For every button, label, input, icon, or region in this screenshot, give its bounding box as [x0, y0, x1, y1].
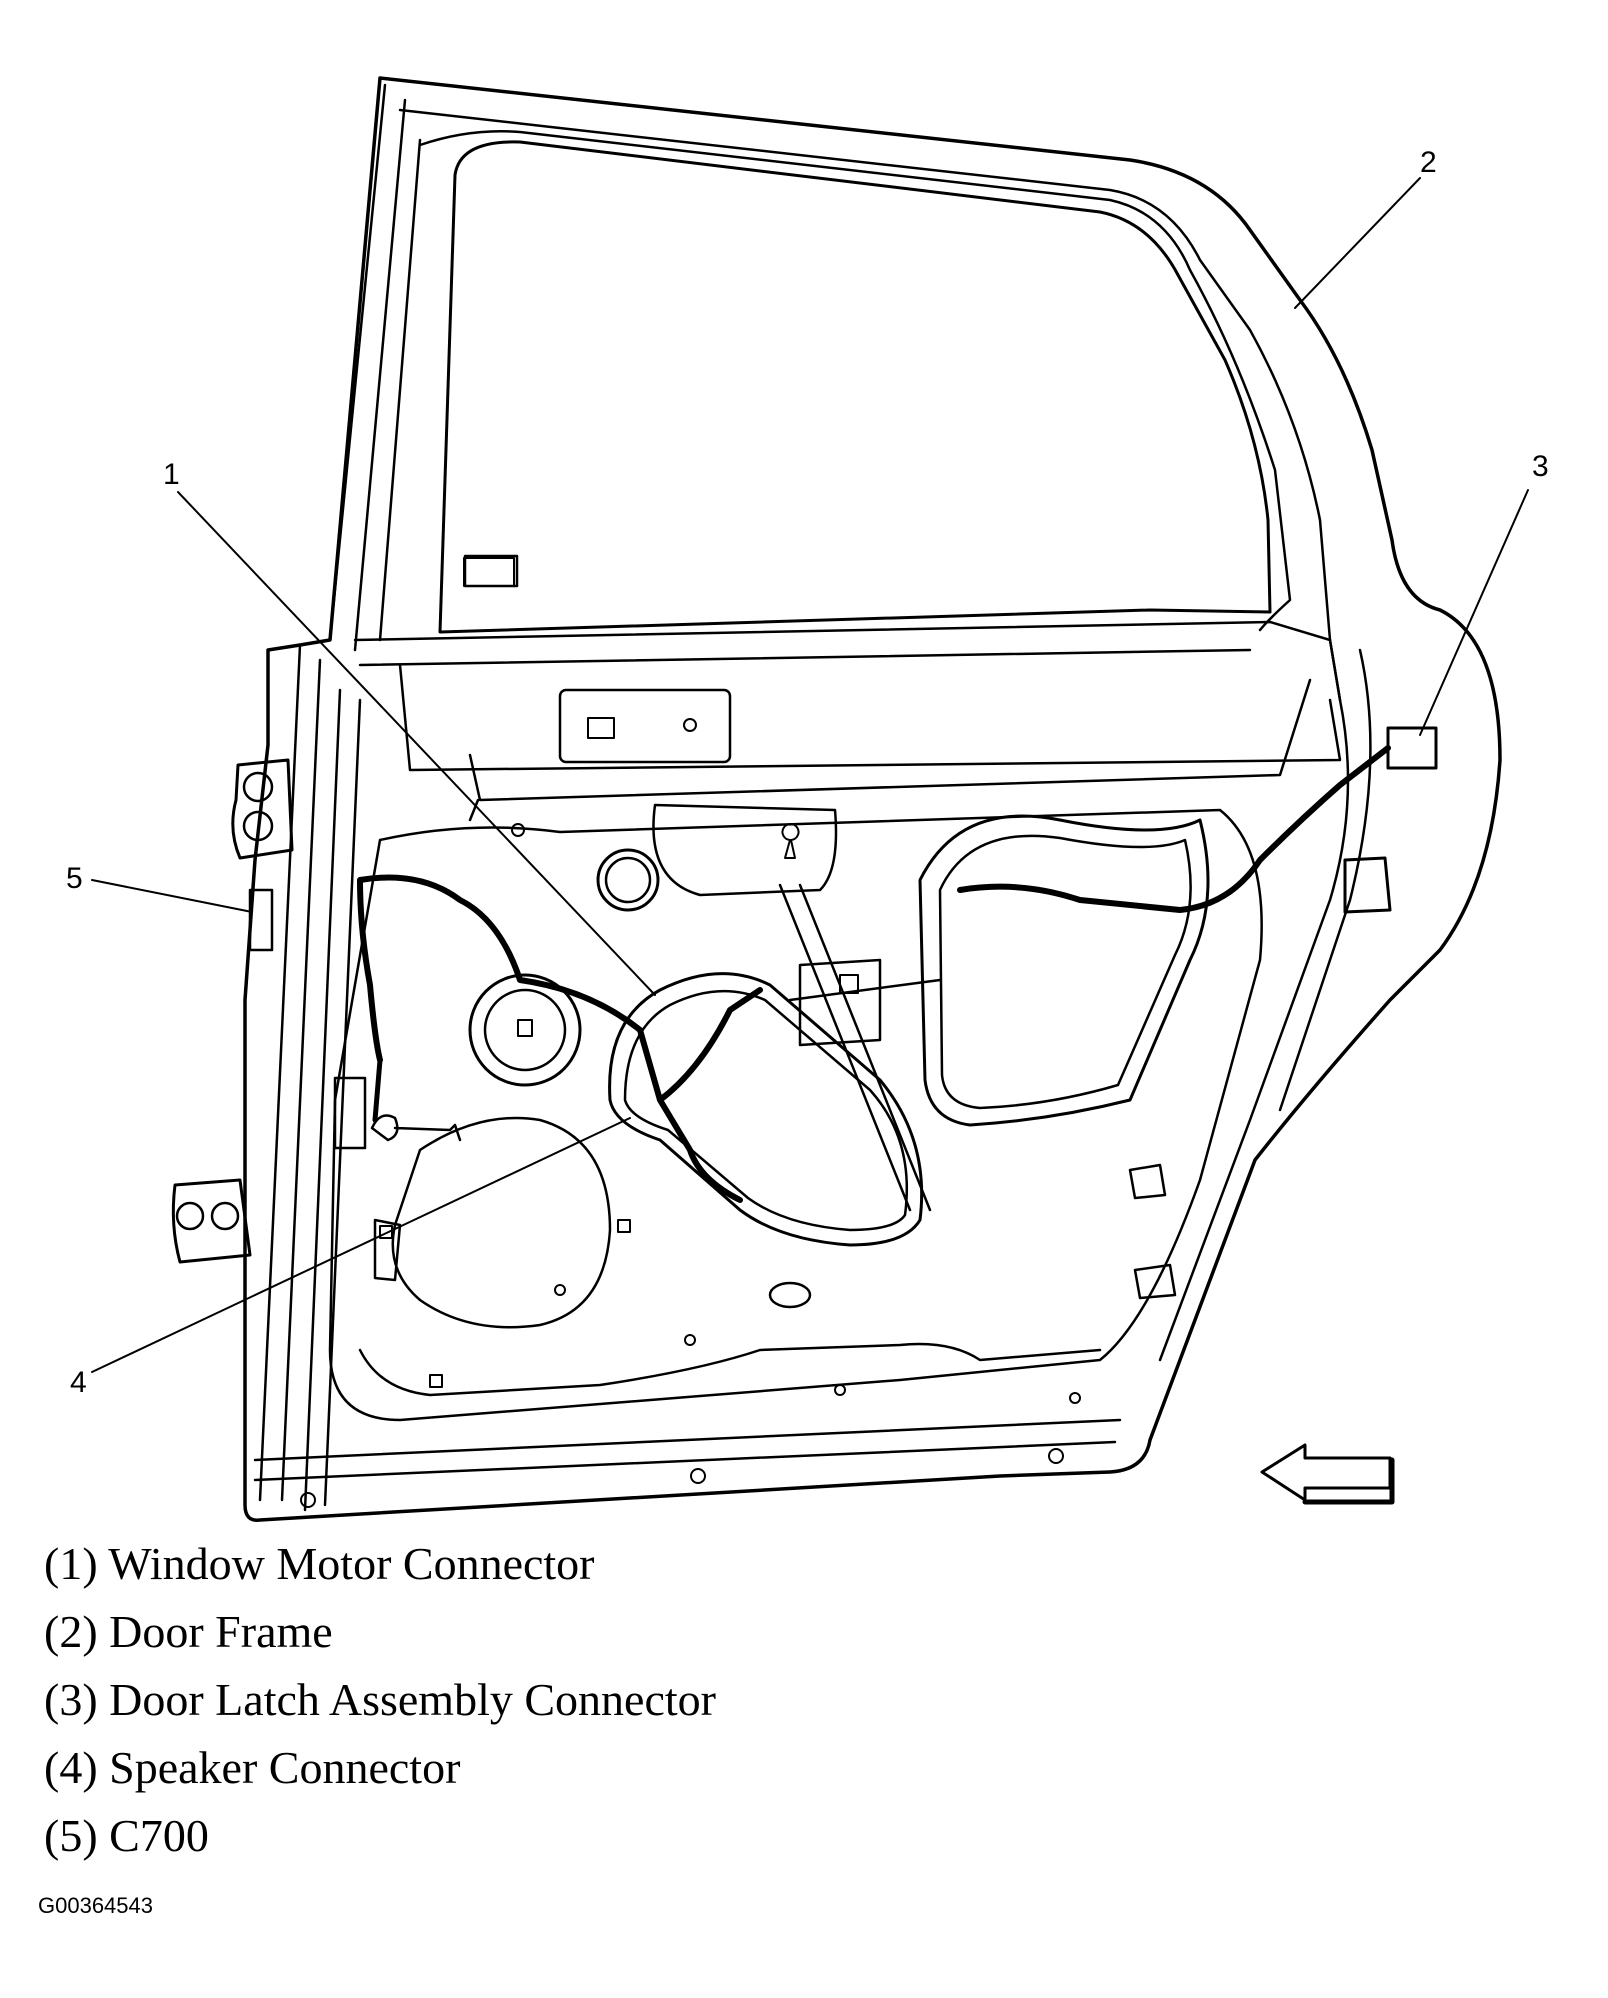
- window-frame-outer: [398, 108, 1332, 642]
- mount-hole: [684, 1334, 696, 1346]
- trim-screw: [683, 718, 697, 732]
- access-plug: [596, 848, 660, 912]
- latch-bracket-upper: [1128, 1163, 1177, 1300]
- belt-line: [353, 620, 1342, 772]
- rear-access-opening: [918, 814, 1210, 1127]
- upper-hinge: [231, 758, 294, 860]
- mount-hole: [511, 823, 525, 837]
- hinge-flange: [258, 643, 362, 1512]
- leader-line-4: [91, 1117, 631, 1373]
- window-motor-hub: [517, 1019, 533, 1037]
- mount-square: [617, 1219, 631, 1233]
- callout-number-1: 1: [163, 458, 180, 491]
- ground-bolt: [370, 1114, 462, 1142]
- inner-panel-lower: [358, 1342, 1102, 1397]
- lower-hinge-bolt-left: [175, 1201, 205, 1231]
- window-tab: [463, 554, 519, 588]
- leader-line-2: [1294, 177, 1421, 309]
- trim-bracket: [558, 688, 732, 764]
- harness-latch: [957, 745, 1391, 913]
- mount-hole: [1069, 1392, 1081, 1404]
- regulator-track-inner: [623, 989, 909, 1232]
- legend-item-2: (2) Door Frame: [44, 1606, 333, 1657]
- window-sticker: [463, 557, 515, 587]
- legend-item-1: (1) Window Motor Connector: [44, 1538, 595, 1589]
- speaker: [391, 1116, 612, 1329]
- trim-bracket-tab: [587, 717, 615, 739]
- trim-pocket: [652, 803, 838, 897]
- mount-hole: [300, 1492, 316, 1508]
- front-pillar: [328, 83, 422, 652]
- harness-vertical: [372, 1057, 383, 1123]
- speaker-tab: [373, 1218, 402, 1282]
- window-frame-inner: [418, 129, 1292, 632]
- rear-access-inner: [938, 834, 1192, 1110]
- mount-hole: [690, 1468, 706, 1484]
- callout-number-5: 5: [66, 862, 83, 895]
- figure-id: G00364543: [38, 1893, 153, 1918]
- window-motor-outer: [468, 973, 582, 1087]
- leader-line-5: [91, 879, 253, 913]
- window-opening: [438, 140, 1272, 634]
- callout-legend: (1) Window Motor Connector (2) Door Fram…: [44, 1530, 716, 1870]
- legend-item-4: (4) Speaker Connector: [44, 1742, 461, 1793]
- trim-rail: [468, 678, 1312, 822]
- regulator-rail: [778, 883, 942, 1212]
- latch-pillar: [1158, 638, 1372, 1362]
- door-frame-outline: [243, 76, 1502, 1522]
- legend-item-3: (3) Door Latch Assembly Connector: [44, 1674, 716, 1725]
- callout-number-4: 4: [70, 1366, 87, 1399]
- trim-pocket-keyhole: [781, 823, 800, 859]
- harness-main: [357, 874, 763, 1203]
- latch-striker: [1343, 856, 1392, 914]
- direction-arrow-icon: [1260, 1443, 1392, 1502]
- mount-hole: [1048, 1448, 1064, 1464]
- direction-arrow-shadow: [1302, 1457, 1395, 1505]
- mount-hole: [554, 1284, 566, 1296]
- c700-connector: [248, 888, 274, 952]
- mount-square: [379, 1225, 393, 1239]
- legend-item-5: (5) C700: [44, 1810, 209, 1861]
- regulator-clip: [839, 974, 859, 994]
- callout-number-3: 3: [1532, 450, 1549, 483]
- mount-hole: [834, 1384, 846, 1396]
- upper-hinge-bolt-top: [242, 771, 274, 803]
- lower-hinge: [171, 1178, 252, 1264]
- c700-mount-bracket: [333, 1076, 367, 1150]
- callout-number-2: 2: [1420, 146, 1437, 179]
- drain-plug: [768, 1281, 812, 1309]
- mount-square: [429, 1374, 443, 1388]
- lower-sill: [253, 1418, 1122, 1482]
- upper-hinge-bolt-bottom: [242, 810, 274, 842]
- access-plug-inner: [604, 856, 652, 904]
- lower-hinge-bolt-right: [210, 1201, 240, 1231]
- leader-line-3: [1419, 489, 1529, 736]
- window-motor-inner: [483, 988, 567, 1072]
- latch-connector: [1386, 726, 1438, 770]
- leader-line-1: [177, 491, 656, 996]
